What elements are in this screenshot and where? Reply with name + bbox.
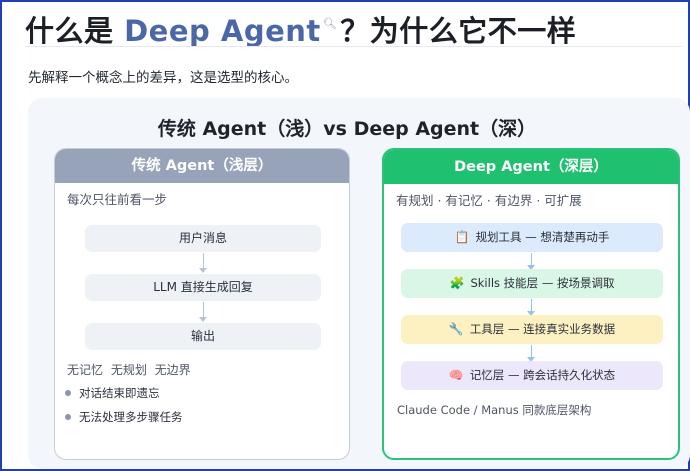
deep-agent-card: Deep Agent（深层） 有规划 · 有记忆 · 有边界 · 可扩展 📋 规划… <box>382 148 680 460</box>
layer-memory: 🧠 记忆层 — 跨会话持久化状态 <box>401 361 663 390</box>
bullet-item: 对话结束即遗忘 <box>63 381 183 405</box>
layer-arrow <box>527 299 535 316</box>
puzzle-icon: 🧩 <box>449 276 465 290</box>
link-search-icon[interactable]: 🔍︎ <box>322 17 338 30</box>
shallow-agent-subtitle: 每次只往前看一步 <box>67 192 168 207</box>
title-divider <box>25 46 682 47</box>
clipboard-icon: 📋 <box>454 230 470 244</box>
deep-agent-header: Deep Agent（深层） <box>384 150 678 184</box>
bullet-item: 无法处理多步骤任务 <box>63 405 183 429</box>
diagram-title: 传统 Agent（浅）vs Deep Agent（深） <box>157 118 537 140</box>
layer-arrow <box>527 345 535 362</box>
deep-agent-footer: Claude Code / Manus 同款底层架构 <box>397 403 592 417</box>
lead-paragraph: 先解释一个概念上的差异，这是选型的核心。 <box>28 70 298 86</box>
layer-planning: 📋 规划工具 — 想清楚再动手 <box>401 223 663 252</box>
flow-step-user-message: 用户消息 <box>85 225 321 252</box>
deep-agent-subtitle: 有规划 · 有记忆 · 有边界 · 可扩展 <box>396 193 582 208</box>
flow-step-output: 输出 <box>85 323 321 350</box>
layer-label: 规划工具 — 想清楚再动手 <box>475 230 610 244</box>
title-accent: Deep Agent <box>124 14 321 48</box>
wrench-icon: 🔧 <box>448 322 464 336</box>
title-prefix: 什么是 <box>25 14 125 48</box>
shallow-agent-bullets: 对话结束即遗忘 无法处理多步骤任务 <box>63 381 183 429</box>
page-title: 什么是 Deep Agent🔍︎？为什么它不一样 <box>25 8 576 50</box>
layer-arrow <box>527 253 535 270</box>
brain-icon: 🧠 <box>448 368 464 382</box>
shallow-agent-header: 传统 Agent（浅层） <box>55 149 349 183</box>
title-suffix: ？为什么它不一样 <box>340 14 577 48</box>
layer-label: 工具层 — 连接真实业务数据 <box>469 322 616 336</box>
layer-label: 记忆层 — 跨会话持久化状态 <box>469 368 616 382</box>
shallow-agent-tags: 无记忆 无规划 无边界 <box>67 363 191 377</box>
layer-skills: 🧩 Skills 技能层 — 按场景调取 <box>401 269 663 298</box>
layer-label: Skills 技能层 — 按场景调取 <box>470 276 615 290</box>
shallow-agent-card: 传统 Agent（浅层） 每次只往前看一步 用户消息 LLM 直接生成回复 输出… <box>54 148 350 460</box>
flow-arrow <box>199 302 207 322</box>
flow-step-llm-reply: LLM 直接生成回复 <box>85 274 321 301</box>
layer-tools: 🔧 工具层 — 连接真实业务数据 <box>401 315 663 344</box>
flow-arrow <box>199 253 207 273</box>
